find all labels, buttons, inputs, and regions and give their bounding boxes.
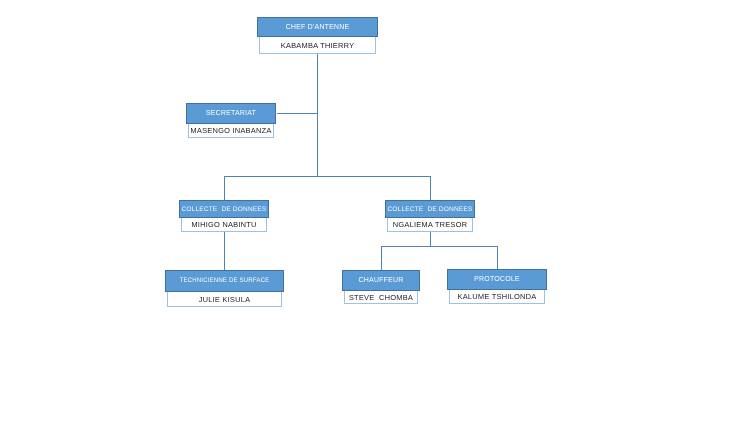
connector-level2-horizontal [224, 176, 430, 177]
node-title: TECHNICIENNE DE SURFACE [165, 270, 284, 292]
connector-drop-protocole [497, 246, 498, 269]
connector-drop-collecte-1 [224, 176, 225, 200]
connector-drop-collecte-2 [430, 176, 431, 200]
node-name: NGALIEMA TRESOR [387, 218, 473, 232]
node-name: JULIE KISULA [167, 292, 282, 307]
node-name: KABAMBA THIERRY [259, 37, 376, 54]
org-node-technicienne-de-surface[interactable]: TECHNICIENNE DE SURFACE JULIE KISULA [165, 270, 284, 307]
node-title: SECRETARIAT [186, 103, 276, 124]
node-title: PROTOCOLE [447, 269, 547, 290]
node-title: COLLECTE DE DONNEES [179, 200, 269, 218]
org-node-protocole[interactable]: PROTOCOLE KALUME TSHILONDA [447, 269, 547, 304]
connector-collecte-1-vertical [224, 232, 225, 270]
node-title: COLLECTE DE DONNEES [385, 200, 475, 218]
node-name: MASENGO INABANZA [188, 124, 274, 138]
node-title: CHAUFFEUR [342, 270, 420, 291]
node-name: MIHIGO NABINTU [181, 218, 267, 232]
connector-secretariat-horizontal [277, 113, 317, 114]
org-node-secretariat[interactable]: SECRETARIAT MASENGO INABANZA [186, 103, 276, 138]
connector-collecte-2-vertical [430, 232, 431, 246]
connector-drop-chauffeur [381, 246, 382, 270]
connector-chef-vertical [317, 54, 318, 176]
org-node-chauffeur[interactable]: CHAUFFEUR STEVE CHOMBA [342, 270, 420, 304]
connector-level3-horizontal [381, 246, 497, 247]
node-name: KALUME TSHILONDA [449, 290, 545, 304]
org-node-collecte-de-donnees-2[interactable]: COLLECTE DE DONNEES NGALIEMA TRESOR [385, 200, 475, 232]
org-node-collecte-de-donnees-1[interactable]: COLLECTE DE DONNEES MIHIGO NABINTU [179, 200, 269, 232]
node-name: STEVE CHOMBA [344, 291, 418, 304]
node-title: CHEF D'ANTENNE [257, 17, 378, 37]
org-node-chef-d-antenne[interactable]: CHEF D'ANTENNE KABAMBA THIERRY [257, 17, 378, 54]
